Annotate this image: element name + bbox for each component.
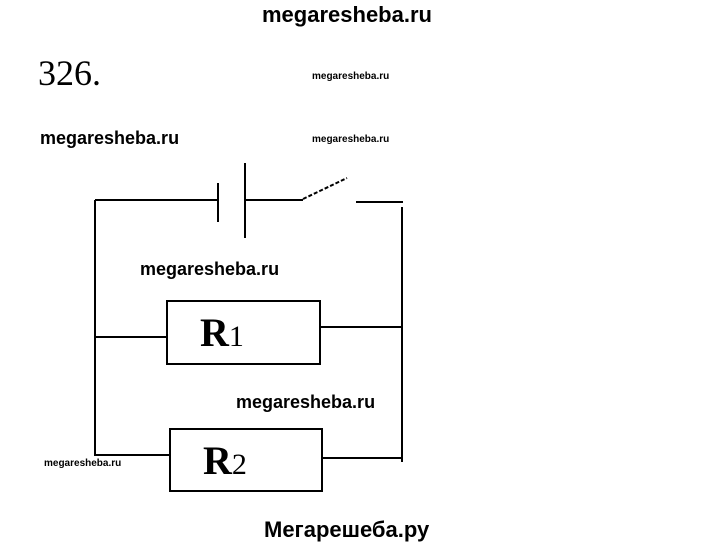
watermark: megaresheba.ru	[44, 458, 122, 469]
watermark: megaresheba.ru	[40, 128, 180, 148]
footer-site: Мегарешеба.ру	[264, 517, 430, 542]
r2-label: R2	[203, 438, 247, 483]
watermark: megaresheba.ru	[312, 71, 390, 82]
switch-lever	[302, 177, 348, 200]
watermark: megaresheba.ru	[140, 259, 280, 279]
problem-number: 326.	[38, 53, 101, 93]
resistor-r2	[169, 428, 323, 492]
watermark: megaresheba.ru	[312, 134, 390, 145]
header-site: megaresheba.ru	[262, 2, 432, 27]
r1-label: R1	[200, 310, 244, 355]
watermark: megaresheba.ru	[236, 392, 376, 412]
resistor-r1	[166, 300, 321, 365]
